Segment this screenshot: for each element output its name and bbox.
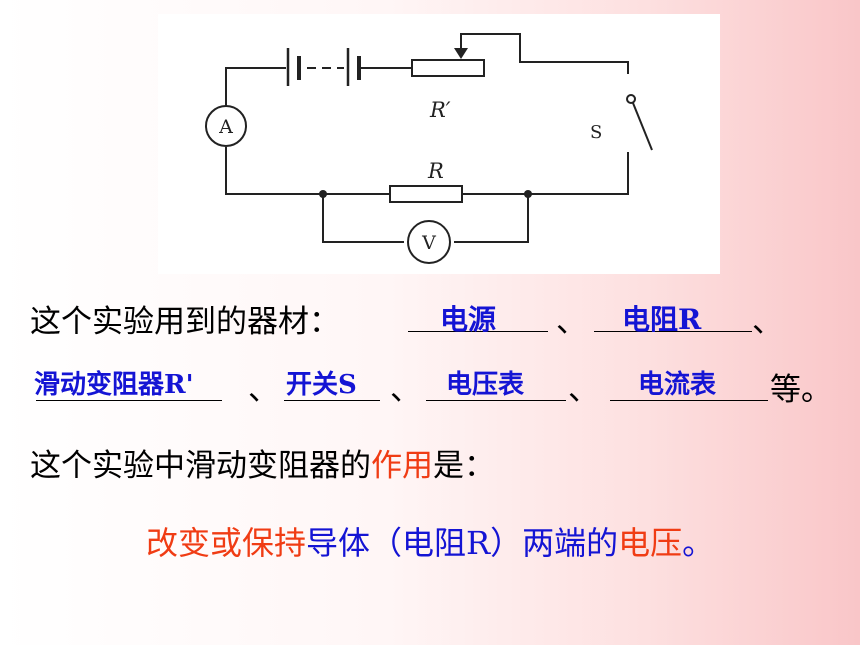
purpose-prompt-before: 这个实验中滑动变阻器的 <box>30 448 371 484</box>
voltmeter-wire-left <box>322 194 404 243</box>
resistor-label: R <box>427 159 444 183</box>
answer-voltmeter: 电压表 <box>446 370 525 400</box>
resistor-body <box>389 185 463 203</box>
switch-pivot <box>626 94 636 104</box>
purpose-prompt-after: 是： <box>433 448 495 484</box>
switch-label: S <box>590 122 602 143</box>
separator-3: 、 <box>248 372 279 408</box>
purpose-answer-end: 。 <box>682 524 715 562</box>
answer-rheostat: 滑动变阻器R' <box>34 370 194 400</box>
blank-3 <box>36 400 222 401</box>
wire-right <box>528 152 629 195</box>
junction-right <box>524 190 532 198</box>
voltmeter-circle <box>407 220 451 264</box>
ammeter-label: A <box>218 116 233 138</box>
rheostat-slider-wire <box>460 33 629 74</box>
voltmeter-label: V <box>421 232 436 254</box>
purpose-answer: 改变或保持导体（电阻R）两端的电压。 <box>146 518 714 564</box>
wire-bottom-left <box>225 147 390 195</box>
rheostat-body <box>411 59 485 77</box>
answer-resistor: 电阻R <box>622 303 702 336</box>
rheostat-arrow <box>454 48 468 59</box>
separator-4: 、 <box>390 372 421 408</box>
purpose-prompt: 这个实验中滑动变阻器的作用是： <box>30 440 495 485</box>
blank-5 <box>426 400 566 401</box>
switch-blade <box>632 102 653 151</box>
blank-4 <box>284 400 380 401</box>
voltmeter-wire-right <box>454 194 529 243</box>
purpose-answer-part3: 电压 <box>618 524 683 562</box>
answer-ammeter: 电流表 <box>638 370 717 400</box>
wire-top-left <box>225 67 286 106</box>
rheostat-label: R′ <box>429 98 451 122</box>
answer-power-source: 电源 <box>440 303 497 336</box>
circuit-diagram: A V R′ R S <box>158 14 720 274</box>
separator-2: 、 <box>752 304 783 340</box>
purpose-answer-part2: 导体（电阻R）两端的 <box>306 524 619 562</box>
separator-1: 、 <box>556 304 587 340</box>
blank-1 <box>408 331 548 332</box>
separator-5: 、 <box>568 372 599 408</box>
equipment-prompt: 这个实验用到的器材： <box>30 304 340 340</box>
junction-left <box>319 190 327 198</box>
purpose-answer-part1: 改变或保持 <box>146 524 307 562</box>
ammeter-circle <box>205 105 247 147</box>
answer-switch: 开关S <box>286 370 357 400</box>
blank-2 <box>594 331 752 332</box>
purpose-prompt-highlight: 作用 <box>371 448 433 484</box>
blank-6 <box>610 400 768 401</box>
equipment-ending: 等。 <box>770 372 832 408</box>
